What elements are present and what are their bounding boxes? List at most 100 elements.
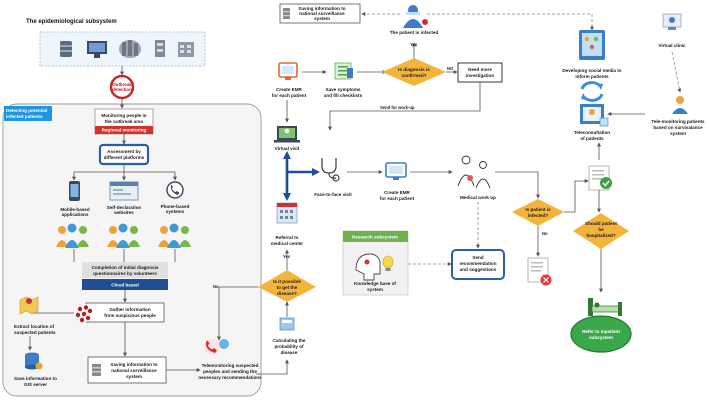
social-line1: Developing social media to	[562, 68, 621, 73]
monitoring-box: Monitoring people in the outbreak area R…	[94, 108, 154, 135]
tele-line3: necessary recommendations	[198, 375, 262, 380]
virtual-clinic-icon	[662, 13, 682, 30]
calc-line3: disease	[281, 350, 298, 355]
need-line2: investigation	[466, 73, 495, 78]
emr-monitor-icon	[385, 162, 407, 180]
computer-icon	[87, 41, 107, 58]
detect-tag-line1: Detecting potential	[6, 108, 47, 113]
doctor-patient-icon	[457, 155, 491, 189]
gather-box: Gather information from suspicious peopl…	[85, 302, 165, 323]
emr1-line1: Create EMR	[276, 87, 302, 92]
no-caps-label: NO	[447, 66, 454, 71]
possible-line1: Is it possible	[273, 279, 301, 284]
selfdecl-line2: websites	[113, 210, 134, 215]
approved-document-icon	[588, 165, 612, 191]
symptoms-line2: and fill checklists	[324, 93, 363, 98]
hospitalize-decision: Should patient be hospitalized?	[573, 213, 629, 249]
inpatient-subsystem-node[interactable]: Refer to inpatient subsystem	[570, 315, 632, 353]
virtual-clinic-label: Virtual clinic	[658, 43, 686, 48]
monitor-line2: the outbreak area	[105, 119, 144, 124]
rejected-document-icon	[527, 257, 552, 286]
hospital-icon	[155, 40, 165, 57]
telemon-line1: Tele-monitoring patients	[651, 119, 705, 124]
save-national-bottom-box: Saving information to national surveilla…	[87, 356, 167, 384]
website-icon	[109, 181, 139, 201]
assess-line1: Assessment by	[107, 149, 141, 154]
need-investigation-box: Need more investigation	[457, 62, 503, 83]
calc-line1: Calculating the	[273, 338, 306, 343]
checklist-icon	[334, 62, 353, 80]
mobile-line2: applications	[62, 212, 89, 217]
gather-line1: Gather information	[109, 307, 151, 312]
extract-line2: suspected patients	[14, 330, 56, 335]
send-rec-line1: Send	[472, 255, 483, 260]
people-group-icon	[107, 223, 140, 248]
hospital-bed-icon	[588, 298, 622, 316]
completion-line1: Completion of initial diagnosis	[92, 265, 159, 270]
assessment-box: Assessment by different platforms	[98, 143, 150, 166]
people-group-icon	[56, 223, 89, 248]
virtual-visit-label: Virtual visit	[275, 146, 300, 151]
database-icon	[60, 41, 72, 57]
infected-q-line2: infected?	[528, 213, 549, 218]
detection-label: detection	[112, 87, 132, 92]
send-rec-line3: and suggestions	[460, 267, 497, 272]
calc-line2: probability of	[274, 344, 304, 349]
f2f-label: Face-to-face visit	[314, 192, 352, 197]
teleconsultation-icon	[580, 104, 609, 127]
doctor-laptop-icon	[274, 126, 300, 143]
phone-icon	[166, 181, 184, 199]
emr2-line1: Create EMR	[384, 190, 410, 195]
save-nat-line3: system	[126, 374, 142, 379]
telemon-line2: based on survivalance	[653, 125, 703, 130]
refer-line2: subsystem	[589, 335, 613, 340]
assess-line2: different platforms	[104, 155, 145, 160]
no-right-label: No	[542, 231, 548, 236]
phone-line2: systems	[166, 209, 185, 214]
mobile-line1: Mobile-based	[60, 207, 90, 212]
research-panel: Research subsystem Knowledge base of sys…	[342, 230, 409, 296]
tele-line1: Telemonitoring suspected	[202, 363, 259, 368]
symptoms-line1: Save symptoms	[326, 87, 361, 92]
tele-line2: peoples and sending the	[203, 369, 257, 374]
data-center-icon	[119, 40, 141, 58]
completion-cloud-box: Completion of initial diagnosis question…	[82, 262, 168, 290]
epi-title: The epidemiological subsystem	[26, 19, 117, 25]
map-location-icon	[19, 296, 39, 315]
need-line1: Need more	[468, 67, 492, 72]
emr-monitor-icon	[278, 62, 298, 80]
save-top-line3: system	[314, 16, 330, 21]
save-top-line2: national surveillance	[299, 11, 345, 16]
patient-monitoring-icon	[672, 96, 688, 114]
refer-line1: Refer to inpatient	[582, 329, 620, 334]
outbreak-detection-badge: Outbreak detection	[109, 74, 135, 100]
infected-q-line1: Is patient is	[525, 207, 551, 212]
possible-line3: disease?	[277, 291, 297, 296]
kb-line2: system	[367, 287, 383, 292]
emr2-line2: for each patient	[380, 196, 415, 201]
social-line2: inform patients	[575, 74, 609, 79]
selfdecl-line1: Self-declaration	[107, 205, 142, 210]
no-label: No	[213, 284, 219, 289]
detect-tag-line2: infected patients	[6, 114, 43, 119]
kb-line1: Knowledge base of	[354, 281, 396, 286]
office-building-icon	[178, 42, 194, 57]
infected-person-icon	[403, 5, 428, 28]
calculator-icon	[279, 317, 295, 331]
detect-tag	[4, 106, 52, 121]
send-recommendation-box: Send recommendation and suggestions	[451, 249, 505, 280]
hosp-line3: hospitalized?	[586, 233, 616, 238]
gather-line2: from suspicious people	[104, 313, 156, 318]
server-icon	[283, 8, 290, 19]
sync-icon	[580, 81, 604, 102]
gis-line1: Save information to	[14, 376, 57, 381]
stethoscope-icon	[321, 158, 340, 182]
hosp-line1: Should patient	[585, 221, 617, 226]
telecons-line2: of patients	[580, 136, 604, 141]
completion-line2: questionnaires by volunteers	[93, 271, 157, 276]
infected-top-label: The patient is infected	[390, 30, 439, 35]
gis-server-icon	[25, 352, 43, 370]
regional-label: Regional monitoring	[102, 128, 147, 133]
possible-disease-decision: Is it possible to get the disease?	[258, 270, 316, 302]
